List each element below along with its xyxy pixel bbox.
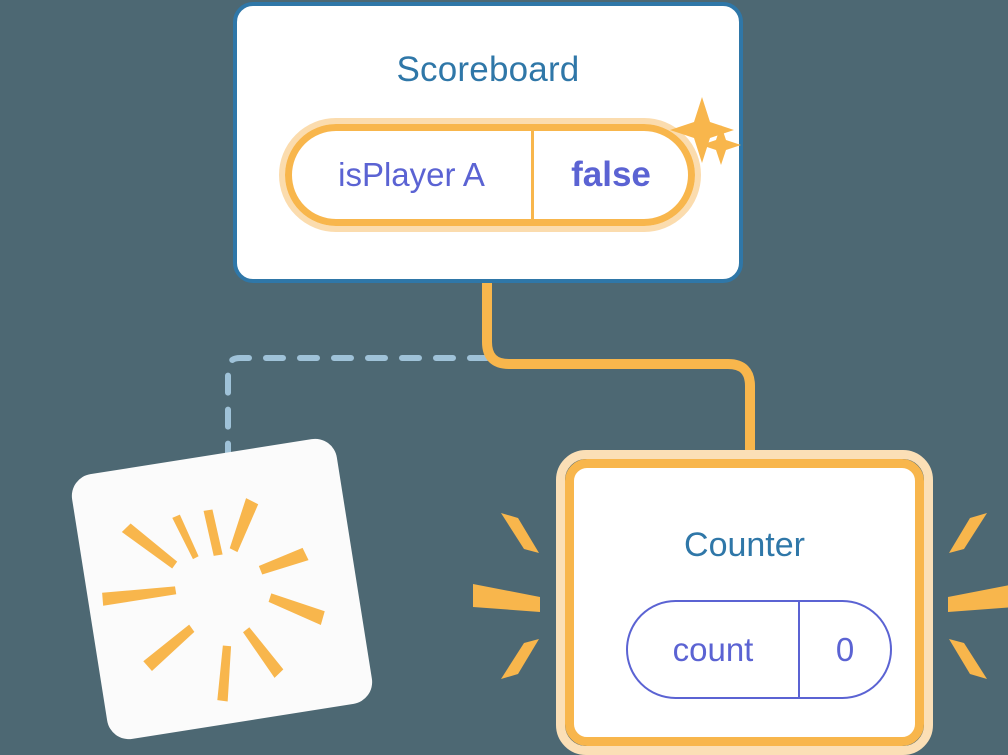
burst-ray-ene	[258, 547, 309, 575]
burst-ray-n	[203, 509, 223, 556]
counter-state-value: 0	[835, 630, 855, 668]
burst-ray-wsw	[102, 586, 177, 606]
scoreboard-pill-highlight-ring	[279, 118, 701, 232]
dashed-connector-to-placeholder	[225, 355, 490, 475]
counter-ray-right-top	[949, 513, 987, 553]
sparkle-large-icon	[670, 97, 734, 163]
counter-ray-right-mid	[948, 585, 1008, 612]
sparkle-small-icon	[701, 125, 741, 165]
counter-ray-right-bottom	[949, 639, 987, 679]
scoreboard-card[interactable]: Scoreboard isPlayer A false	[233, 2, 743, 283]
scoreboard-title: Scoreboard	[396, 50, 580, 89]
counter-ray-left-bottom	[501, 639, 539, 679]
scoreboard-state-value: false	[571, 155, 651, 194]
burst-ray-ssw	[143, 624, 195, 671]
burst-ray-wnw	[121, 523, 178, 569]
counter-state-pill[interactable]: count 0	[626, 600, 892, 699]
burst-ray-nne	[229, 498, 259, 553]
burst-ray-sse	[243, 627, 284, 678]
counter-ray-left-top	[501, 513, 539, 553]
burst-ray-nnw	[172, 514, 199, 560]
solid-connector-to-counter	[482, 283, 755, 462]
scoreboard-state-key: isPlayer A	[292, 131, 534, 219]
counter-ray-left-mid	[473, 584, 540, 612]
burst-ray-ese	[268, 593, 325, 625]
counter-state-key: count	[628, 602, 800, 697]
placeholder-card-burst-rays	[102, 498, 325, 702]
counter-card[interactable]: Counter count 0	[556, 450, 933, 755]
scoreboard-state-pill[interactable]: isPlayer A false	[279, 118, 701, 232]
burst-ray-s	[217, 645, 232, 702]
counter-title: Counter	[684, 526, 805, 564]
